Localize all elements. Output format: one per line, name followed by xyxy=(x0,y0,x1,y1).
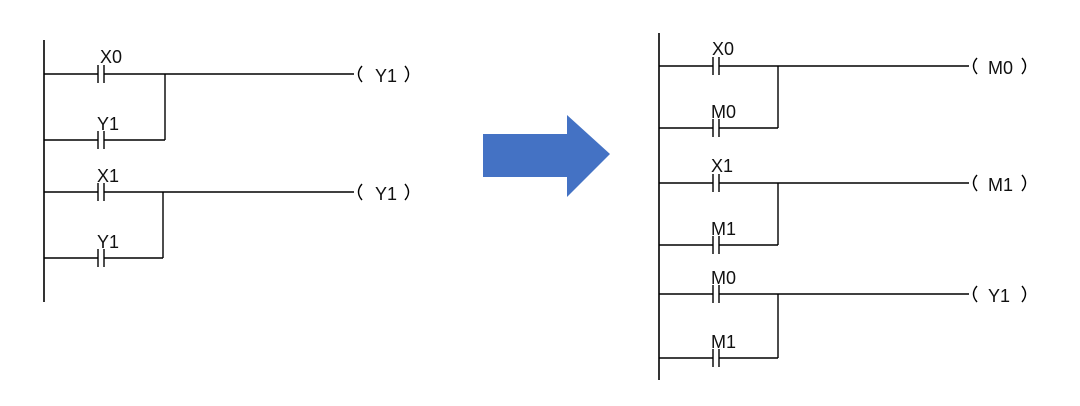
transform-arrow xyxy=(483,115,610,197)
before-rung-1-coil-label: Y1 xyxy=(375,66,397,86)
before-rung-2-branch-contact: Y1 xyxy=(97,232,119,267)
after-rung-1-branch-contact: M0 xyxy=(711,102,736,137)
after-rung-3: M0 Y1 M1 xyxy=(659,268,1027,367)
after-rung-3-coil: Y1 xyxy=(972,285,1027,306)
before-rung-1-branch-label: Y1 xyxy=(97,114,119,134)
after-rung-2-coil: M1 xyxy=(972,174,1027,195)
after-rung-1: X0 M0 M0 xyxy=(659,39,1027,137)
after-rung-2-contact: X1 xyxy=(711,156,733,192)
before-rung-2-coil: Y1 xyxy=(357,183,410,204)
before-rung-1-contact: X0 xyxy=(97,47,122,83)
after-rung-1-coil-label: M0 xyxy=(988,58,1013,78)
before-diagram: X0 Y1 Y1 X1 xyxy=(43,40,410,302)
after-rung-2-coil-label: M1 xyxy=(988,175,1013,195)
before-rung-1-coil: Y1 xyxy=(357,65,410,86)
after-rung-3-contact-label: M0 xyxy=(711,268,736,288)
before-rung-2-contact-label: X1 xyxy=(97,166,119,186)
after-rung-1-contact-label: X0 xyxy=(712,39,734,59)
after-rung-2: X1 M1 M1 xyxy=(659,156,1027,254)
after-rung-3-branch-contact: M1 xyxy=(711,332,736,367)
after-rung-3-coil-label: Y1 xyxy=(988,286,1010,306)
after-rung-2-contact-label: X1 xyxy=(711,156,733,176)
before-rung-2: X1 Y1 Y1 xyxy=(44,166,410,267)
after-rung-1-coil: M0 xyxy=(972,57,1027,78)
after-rung-1-branch-label: M0 xyxy=(711,102,736,122)
before-rung-1-contact-label: X0 xyxy=(100,47,122,67)
after-diagram: X0 M0 M0 X1 xyxy=(658,33,1027,380)
before-rung-2-coil-label: Y1 xyxy=(375,184,397,204)
after-rung-2-branch-contact: M1 xyxy=(711,219,736,254)
after-rung-3-contact: M0 xyxy=(711,268,736,303)
after-rung-3-branch-label: M1 xyxy=(711,332,736,352)
before-rung-2-branch-label: Y1 xyxy=(97,232,119,252)
after-rung-1-contact: X0 xyxy=(712,39,734,75)
before-rung-1-branch-contact: Y1 xyxy=(97,114,119,149)
after-rung-2-branch-label: M1 xyxy=(711,219,736,239)
before-rung-2-contact: X1 xyxy=(97,166,119,201)
before-rung-1: X0 Y1 Y1 xyxy=(44,47,410,149)
